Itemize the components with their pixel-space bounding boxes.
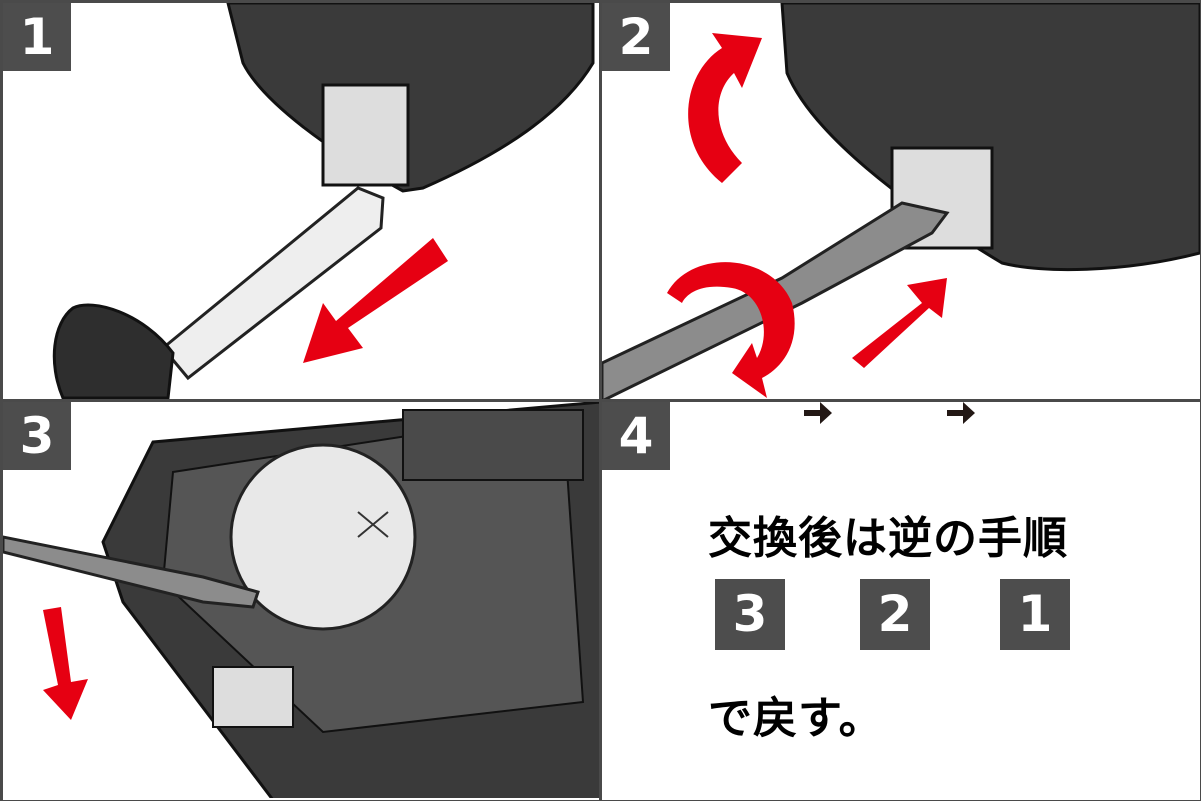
remove-battery-illustration [3, 402, 601, 798]
horizontal-divider [0, 399, 1201, 402]
twist-arrow-icon [667, 262, 795, 398]
key-fob [780, 3, 1200, 272]
key-slot [212, 666, 294, 728]
red-arrow-icon [43, 607, 88, 720]
sequence-step-3: 3 [715, 579, 785, 650]
sequence-step-1: 1 [1000, 579, 1070, 650]
coin-battery [229, 443, 417, 631]
step-1-badge: 1 [3, 3, 71, 71]
arrow-right-icon [804, 402, 832, 424]
mechanical-key-blade [160, 186, 385, 381]
step-2-badge: 2 [602, 3, 670, 71]
key-slot [321, 83, 410, 187]
remove-mechanical-key-illustration [52, 3, 595, 400]
step-3-panel: 3 [3, 402, 601, 800]
step-4-panel: 4 交換後は逆の手順 3 2 1 で戻す。 [602, 402, 1200, 800]
red-arrow-icon [852, 278, 947, 368]
instruction-line-1: 交換後は逆の手順 [708, 513, 1068, 564]
pry-open-illustration [602, 3, 1200, 401]
red-arrow-icon [303, 238, 448, 363]
step-3-badge: 3 [3, 402, 71, 470]
instruction-line-3: で戻す。 [708, 693, 884, 744]
screwdriver [3, 535, 260, 609]
arrow-right-icon [947, 402, 975, 424]
key-head [52, 303, 175, 400]
battery-plus-mark [357, 511, 389, 538]
step-4-badge: 4 [602, 402, 670, 470]
step-1-panel: 1 [3, 3, 601, 401]
step-2-panel: 2 [602, 3, 1200, 401]
rotate-arrow-icon [688, 33, 762, 183]
chip [402, 409, 584, 481]
sequence-step-2: 2 [860, 579, 930, 650]
key-fob [226, 3, 595, 193]
key-slot [890, 146, 994, 250]
